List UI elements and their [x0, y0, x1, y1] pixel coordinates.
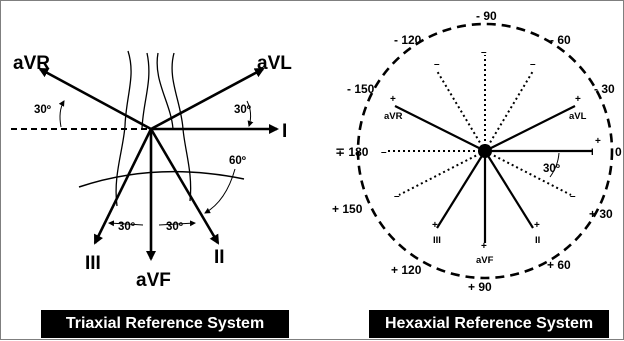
hex-lead-iii-negative: [436, 70, 486, 152]
torso-outline-left: [115, 50, 132, 207]
minus-sign-ii: –: [530, 59, 536, 70]
degree-plus-150: + 150: [332, 202, 363, 216]
minus-sign-avr: –: [570, 191, 576, 202]
hex-angle-arc: [549, 152, 560, 178]
lead-label-iii: III: [85, 253, 101, 274]
hexaxial-circle: [356, 22, 614, 280]
degree-plus-60: + 60: [547, 258, 571, 272]
angle-arc-bottom-right: [158, 220, 196, 227]
hex-lead-avr-negative: [484, 150, 572, 196]
hex-lead-avr-positive: [394, 105, 486, 152]
hex-lead-iii-positive: [436, 150, 486, 229]
lead-avl-vector: [150, 67, 265, 131]
hex-lead-avl-negative: [398, 150, 486, 196]
degree-minus-90: - 90: [476, 9, 497, 23]
angle-arc-right-top: [246, 100, 254, 127]
plus-sign-avl: +: [575, 94, 581, 105]
lead-iii-vector: [93, 128, 153, 245]
degree-180: ∓ 180: [335, 145, 369, 159]
lead-avr-vector: [38, 67, 152, 131]
hex-label-avl: aVL: [569, 111, 587, 122]
minus-sign-iii: –: [434, 59, 440, 70]
degree-0: 0: [615, 145, 622, 159]
degree-minus-150: - 150: [347, 82, 375, 96]
plus-sign-avf: +: [481, 241, 487, 252]
degree-minus-120: - 120: [394, 33, 422, 47]
hex-label-avf: aVF: [476, 255, 494, 266]
torso-outline-right: [156, 52, 174, 130]
angle-label-left-top: 30º: [34, 104, 51, 116]
minus-sign-avf: –: [481, 47, 487, 58]
minus-sign-i: –: [381, 147, 387, 158]
degree-plus-30: + 30: [589, 207, 613, 221]
angle-label-right-mid: 60º: [229, 155, 246, 167]
triaxial-caption: Triaxial Reference System: [41, 310, 289, 338]
angle-arc-left-top: [58, 100, 65, 128]
hexaxial-center-dot: [478, 144, 492, 158]
plus-sign-ii: +: [534, 220, 540, 231]
hex-lead-ii-positive: [484, 150, 534, 229]
plus-sign-i: +: [595, 136, 601, 147]
minus-sign-avl: –: [394, 191, 400, 202]
hex-lead-ii-negative: [484, 70, 534, 152]
hex-lead-avl-positive: [484, 105, 576, 152]
angle-label-right-top: 30º: [234, 104, 251, 116]
angle-label-bottom-left: 30º: [118, 221, 135, 233]
triaxial-diagram: 30º 30º 60º 30º 30º aVR aVL I III aVF II: [11, 50, 292, 291]
hex-label-i: I: [591, 147, 594, 158]
hex-label-iii: III: [433, 235, 441, 246]
degree-minus-30: - 30: [594, 82, 615, 96]
lead-label-avr: aVR: [13, 53, 50, 74]
hexaxial-caption: Hexaxial Reference System: [369, 310, 609, 338]
lead-label-avl: aVL: [257, 53, 292, 74]
hex-angle-label: 30º: [543, 163, 560, 175]
degree-plus-90: + 90: [468, 280, 492, 294]
lead-label-avf: aVF: [136, 270, 171, 291]
angle-label-bottom-right: 30º: [166, 221, 183, 233]
torso-outline-left-inner: [141, 52, 150, 130]
diaphragm-arc: [78, 170, 245, 188]
hexaxial-diagram: 30º + + + + + + – – – – – – aVR aVL I II…: [332, 9, 622, 294]
hex-label-avr: aVR: [384, 111, 403, 122]
degree-minus-60: - 60: [550, 33, 571, 47]
plus-sign-avr: +: [390, 94, 396, 105]
lead-ii-vector: [149, 128, 220, 245]
angle-arc-bottom-left: [108, 220, 144, 227]
hex-label-ii: II: [535, 235, 540, 246]
angle-arc-right-mid: [204, 168, 236, 214]
lead-label-ii: II: [214, 247, 225, 268]
plus-sign-iii: +: [432, 220, 438, 231]
lead-label-i: I: [282, 121, 287, 142]
degree-plus-120: + 120: [391, 263, 422, 277]
